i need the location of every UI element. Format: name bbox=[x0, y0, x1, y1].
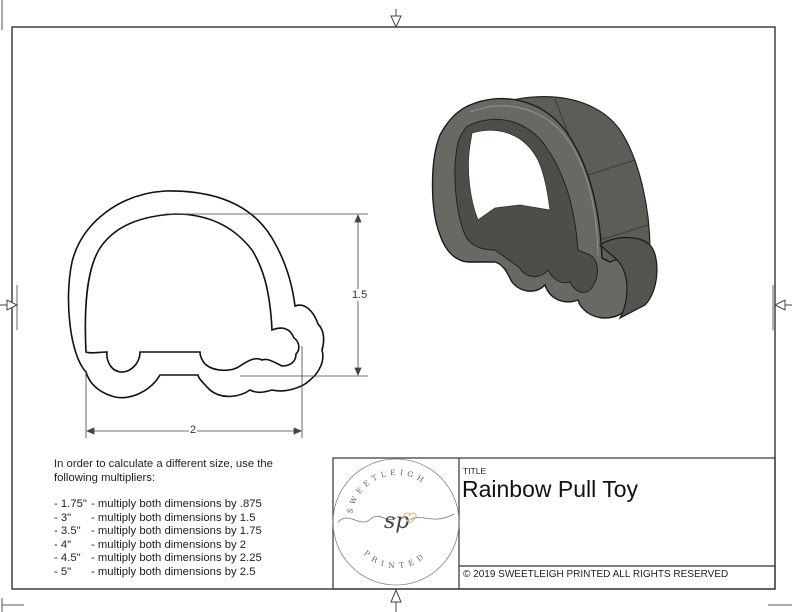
multiplier-size: - 3" bbox=[54, 511, 72, 524]
multiplier-size: - 4" bbox=[54, 538, 72, 551]
multiplier-size: - 1.75" bbox=[54, 498, 87, 510]
copyright-notice: © 2019 SWEETLEIGH PRINTED ALL RIGHTS RES… bbox=[463, 569, 729, 580]
title-label: TITLE bbox=[463, 466, 487, 476]
cutter-outline bbox=[67, 190, 325, 399]
multiplier-text: - multiply both dimensions by .875 bbox=[91, 498, 262, 510]
logo-monogram: sp bbox=[384, 509, 409, 534]
logo-top-text: SWEETLEIGH bbox=[345, 468, 425, 515]
drawing-title: Rainbow Pull Toy bbox=[462, 476, 639, 502]
multiplier-text: - multiply both dimensions by 1.75 bbox=[91, 525, 262, 537]
cutter-3d-render bbox=[431, 96, 658, 320]
multiplier-text: - multiply both dimensions by 2 bbox=[91, 538, 247, 551]
multiplier-row: - 4" - multiply both dimensions by 2 bbox=[54, 539, 279, 553]
multiplier-row: - 3" - multiply both dimensions by 1.5 bbox=[54, 512, 279, 526]
svg-text:PRINTED: PRINTED bbox=[362, 549, 429, 571]
height-dimension-label: 1.5 bbox=[351, 289, 369, 301]
heart-icon bbox=[403, 512, 417, 524]
multiplier-row: - 1.75" - multiply both dimensions by .87… bbox=[54, 498, 279, 512]
multiplier-row: - 3.5" - multiply both dimensions by 1.75 bbox=[54, 525, 279, 539]
width-dimension-label: 2 bbox=[189, 424, 198, 436]
logo-bottom-text: PRINTED bbox=[362, 549, 424, 571]
multiplier-size: - 3.5" bbox=[54, 525, 81, 537]
multiplier-size: - 5" bbox=[54, 565, 72, 578]
multiplier-size: - 4.5" bbox=[54, 552, 81, 564]
resize-notes: In order to calculate a different size, … bbox=[54, 458, 279, 579]
multiplier-row: - 5" - multiply both dimensions by 2.5 bbox=[54, 566, 279, 580]
multiplier-row: - 4.5" - multiply both dimensions by 2.25 bbox=[54, 552, 279, 566]
svg-text:SWEETLEIGH: SWEETLEIGH bbox=[345, 468, 429, 515]
centering-marks bbox=[0, 9, 792, 612]
multiplier-text: - multiply both dimensions by 1.5 bbox=[91, 511, 256, 524]
logo-badge: sp SWEETLEIGH PRINTED bbox=[332, 458, 460, 586]
multiplier-text: - multiply both dimensions by 2.25 bbox=[91, 552, 262, 564]
multiplier-text: - multiply both dimensions by 2.5 bbox=[91, 565, 256, 578]
dimension-lines bbox=[85, 213, 368, 438]
notes-intro: In order to calculate a different size, … bbox=[54, 458, 273, 484]
